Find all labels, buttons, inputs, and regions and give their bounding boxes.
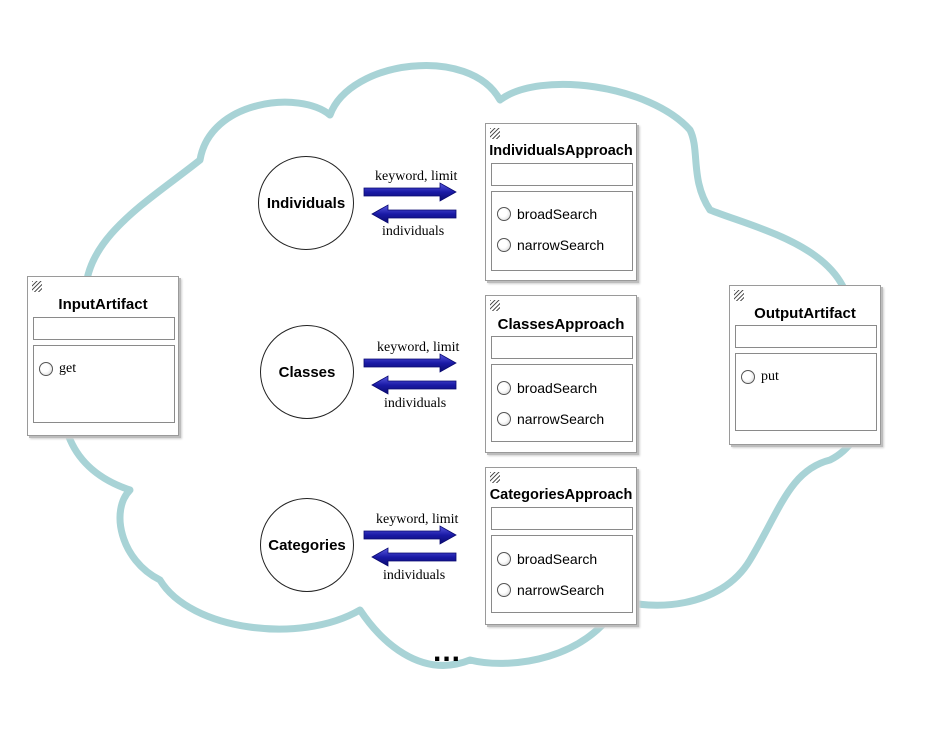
operation-label: broadSearch xyxy=(517,551,598,567)
classes-approach-component[interactable]: ClassesApproach broadSearch narrowSearch xyxy=(485,295,637,453)
operation-label: put xyxy=(761,369,779,384)
operation-radio-icon xyxy=(741,370,755,384)
attribute-compartment xyxy=(33,317,175,340)
operation-radio-icon xyxy=(497,238,511,252)
attribute-compartment xyxy=(735,325,877,348)
component-title: OutputArtifact xyxy=(754,305,856,322)
grip-icon xyxy=(490,472,500,483)
operation-label: broadSearch xyxy=(517,206,598,222)
actor-categories[interactable]: Categories xyxy=(260,498,354,592)
operation-label: narrowSearch xyxy=(517,237,605,253)
operation-radio-icon xyxy=(497,412,511,426)
actor-classes[interactable]: Classes xyxy=(260,325,354,419)
attribute-compartment xyxy=(491,163,633,186)
operation-compartment: get xyxy=(33,345,175,423)
grip-icon xyxy=(490,128,500,139)
request-message-categories: keyword, limit xyxy=(376,512,459,527)
response-arrow-individuals xyxy=(371,204,457,224)
component-title: CategoriesApproach xyxy=(489,487,633,503)
operation-broad-search[interactable]: broadSearch xyxy=(497,206,597,222)
response-arrow-classes xyxy=(371,375,457,395)
operation-label: narrowSearch xyxy=(517,411,605,427)
operation-radio-icon xyxy=(497,583,511,597)
response-arrow-categories xyxy=(371,547,457,567)
categories-approach-component[interactable]: CategoriesApproach broadSearch narrowSea… xyxy=(485,467,637,625)
request-arrow-classes xyxy=(363,353,457,373)
operation-compartment: broadSearch narrowSearch xyxy=(491,535,633,613)
output-artifact-component[interactable]: OutputArtifact put xyxy=(729,285,881,445)
response-message-classes: individuals xyxy=(384,396,447,411)
cloud-outline xyxy=(59,61,871,669)
actor-label: Classes xyxy=(278,363,336,381)
grip-icon xyxy=(734,290,744,301)
operation-label: get xyxy=(59,361,77,376)
ellipsis-more-approaches: ... xyxy=(433,635,462,668)
operation-narrow-search[interactable]: narrowSearch xyxy=(497,582,604,598)
component-title: InputArtifact xyxy=(58,296,148,313)
attribute-compartment xyxy=(491,336,633,359)
component-title: ClassesApproach xyxy=(497,316,625,333)
request-message-classes: keyword, limit xyxy=(377,340,460,355)
operation-broad-search[interactable]: broadSearch xyxy=(497,380,597,396)
response-message-individuals: individuals xyxy=(382,224,445,239)
operation-narrow-search[interactable]: narrowSearch xyxy=(497,411,604,427)
operation-compartment: put xyxy=(735,353,877,431)
operation-broad-search[interactable]: broadSearch xyxy=(497,551,597,567)
operation-radio-icon xyxy=(497,552,511,566)
operation-label: broadSearch xyxy=(517,380,598,396)
request-message-individuals: keyword, limit xyxy=(375,169,458,184)
request-arrow-individuals xyxy=(363,182,457,202)
operation-radio-icon xyxy=(497,207,511,221)
request-arrow-categories xyxy=(363,525,457,545)
component-title: IndividualsApproach xyxy=(489,143,633,159)
operation-radio-icon xyxy=(497,381,511,395)
operation-get[interactable]: get xyxy=(39,361,76,377)
operation-compartment: broadSearch narrowSearch xyxy=(491,191,633,271)
grip-icon xyxy=(32,281,42,292)
operation-narrow-search[interactable]: narrowSearch xyxy=(497,237,604,253)
actor-label: Categories xyxy=(268,536,346,554)
attribute-compartment xyxy=(491,507,633,530)
actor-individuals[interactable]: Individuals xyxy=(258,156,354,250)
operation-compartment: broadSearch narrowSearch xyxy=(491,364,633,442)
operation-radio-icon xyxy=(39,362,53,376)
operation-put[interactable]: put xyxy=(741,369,779,385)
individuals-approach-component[interactable]: IndividualsApproach broadSearch narrowSe… xyxy=(485,123,637,281)
input-artifact-component[interactable]: InputArtifact get xyxy=(27,276,179,436)
grip-icon xyxy=(490,300,500,311)
operation-label: narrowSearch xyxy=(517,582,605,598)
response-message-categories: individuals xyxy=(383,568,446,583)
actor-label: Individuals xyxy=(266,194,346,212)
